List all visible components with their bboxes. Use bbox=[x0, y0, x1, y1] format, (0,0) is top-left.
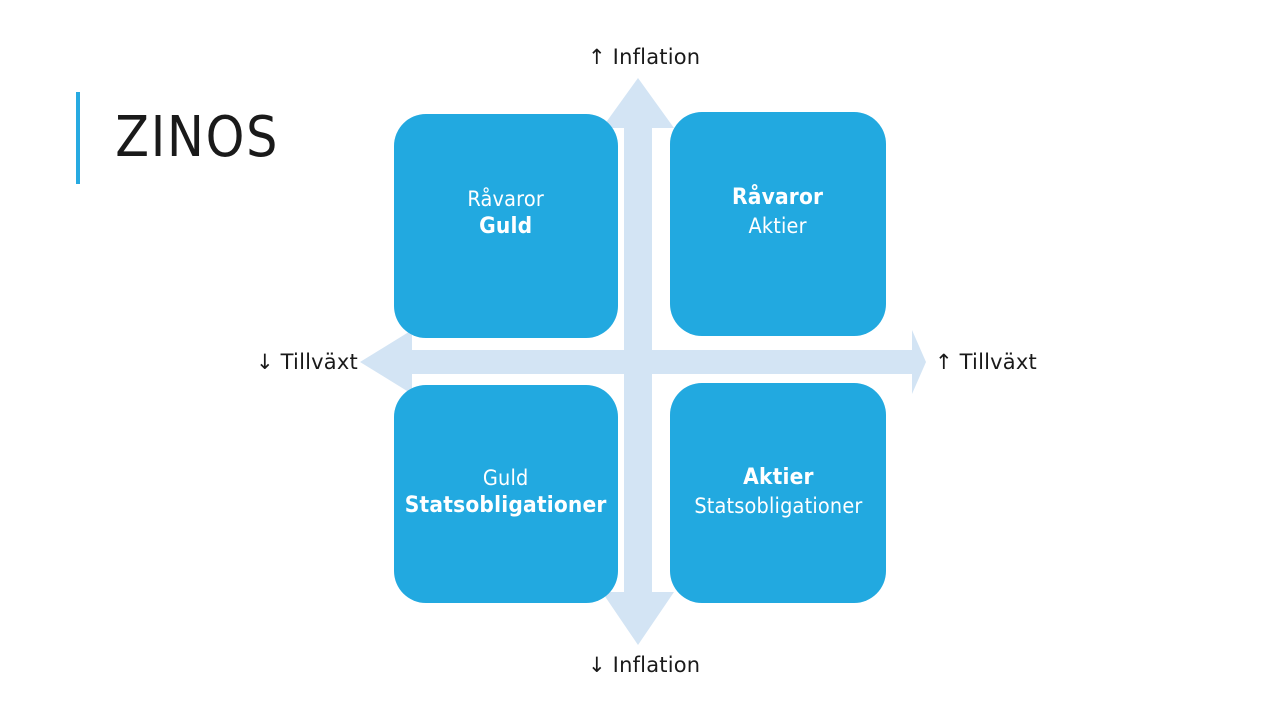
quadrant-top-right[interactable]: Råvaror Aktier bbox=[670, 112, 886, 336]
page-title: ZINOS bbox=[115, 105, 280, 170]
title-block: ZINOS bbox=[76, 92, 306, 184]
axis-label-growth-up: ↑ Tillväxt bbox=[935, 350, 1037, 374]
axis-label-growth-down: ↓ Tillväxt bbox=[256, 350, 358, 374]
quadrant-bottom-right-text: Aktier Statsobligationer bbox=[687, 464, 870, 519]
quadrant-bottom-right-line-2: Statsobligationer bbox=[693, 493, 863, 518]
quadrant-bottom-left-line-2: Statsobligationer bbox=[405, 493, 607, 519]
quadrant-top-left-line-1: Råvaror bbox=[467, 187, 545, 212]
axis-label-inflation-up: ↑ Inflation bbox=[588, 45, 701, 69]
quadrant-bottom-left[interactable]: Guld Statsobligationer bbox=[394, 385, 618, 603]
quadrant-top-left-line-2: Guld bbox=[479, 214, 533, 240]
axis-label-inflation-down: ↓ Inflation bbox=[588, 653, 701, 677]
quadrant-top-right-line-1: Råvaror bbox=[732, 185, 824, 211]
quadrant-top-right-line-2: Aktier bbox=[748, 213, 808, 238]
quadrant-bottom-left-text: Guld Statsobligationer bbox=[396, 465, 615, 520]
title-accent-bar bbox=[76, 92, 80, 184]
quadrant-bottom-right[interactable]: Aktier Statsobligationer bbox=[670, 383, 886, 603]
quadrant-bottom-right-line-1: Aktier bbox=[742, 465, 814, 491]
quadrant-top-right-text: Råvaror Aktier bbox=[728, 184, 827, 239]
quadrant-top-left[interactable]: Råvaror Guld bbox=[394, 114, 618, 338]
quadrant-bottom-left-line-1: Guld bbox=[483, 466, 529, 491]
quadrant-top-left-text: Råvaror Guld bbox=[464, 186, 547, 241]
